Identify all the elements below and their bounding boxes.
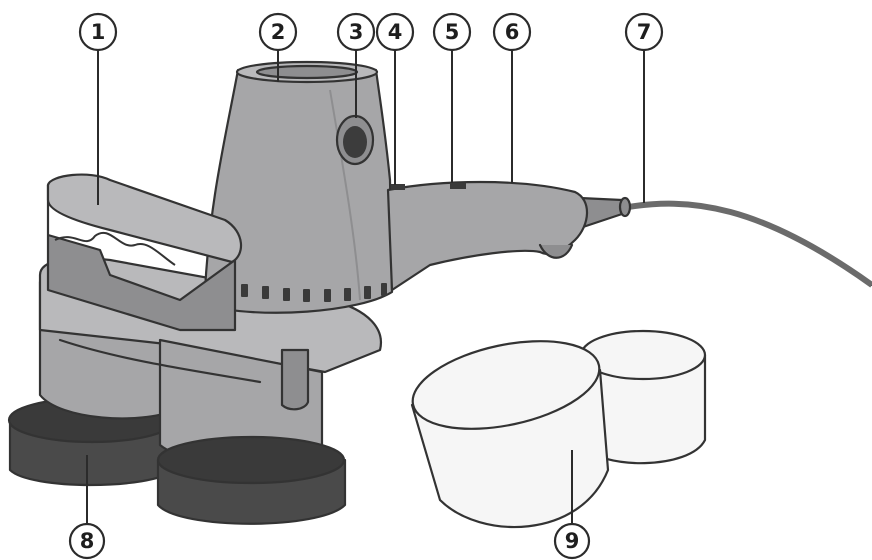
grip-handle [386, 180, 589, 292]
callout-1: 1 [78, 12, 118, 52]
callout-7: 7 [624, 12, 664, 52]
polishing-bonnet-back [579, 329, 707, 465]
power-cord [578, 196, 872, 288]
callout-6: 6 [492, 12, 532, 52]
switch-slot-left [391, 184, 405, 190]
callout-4: 4 [375, 12, 415, 52]
svg-text:7: 7 [637, 20, 652, 44]
polishing-pad-right [156, 435, 347, 525]
svg-text:9: 9 [565, 529, 580, 553]
svg-text:3: 3 [349, 20, 364, 44]
power-button [335, 114, 375, 166]
svg-text:5: 5 [445, 20, 460, 44]
callout-2: 2 [258, 12, 298, 52]
svg-text:6: 6 [505, 20, 520, 44]
svg-text:1: 1 [91, 20, 106, 44]
callout-9: 9 [553, 522, 591, 560]
polishing-bonnet-front [410, 340, 610, 529]
callout-3: 3 [336, 12, 376, 52]
callout-8: 8 [68, 522, 106, 560]
svg-text:4: 4 [388, 20, 403, 44]
side-handle [46, 173, 242, 332]
svg-text:8: 8 [80, 529, 95, 553]
leader-lines [86, 50, 645, 525]
vent-slots [241, 283, 387, 302]
callout-5: 5 [432, 12, 472, 52]
switch-slot-right [450, 183, 466, 189]
svg-text:2: 2 [271, 20, 286, 44]
